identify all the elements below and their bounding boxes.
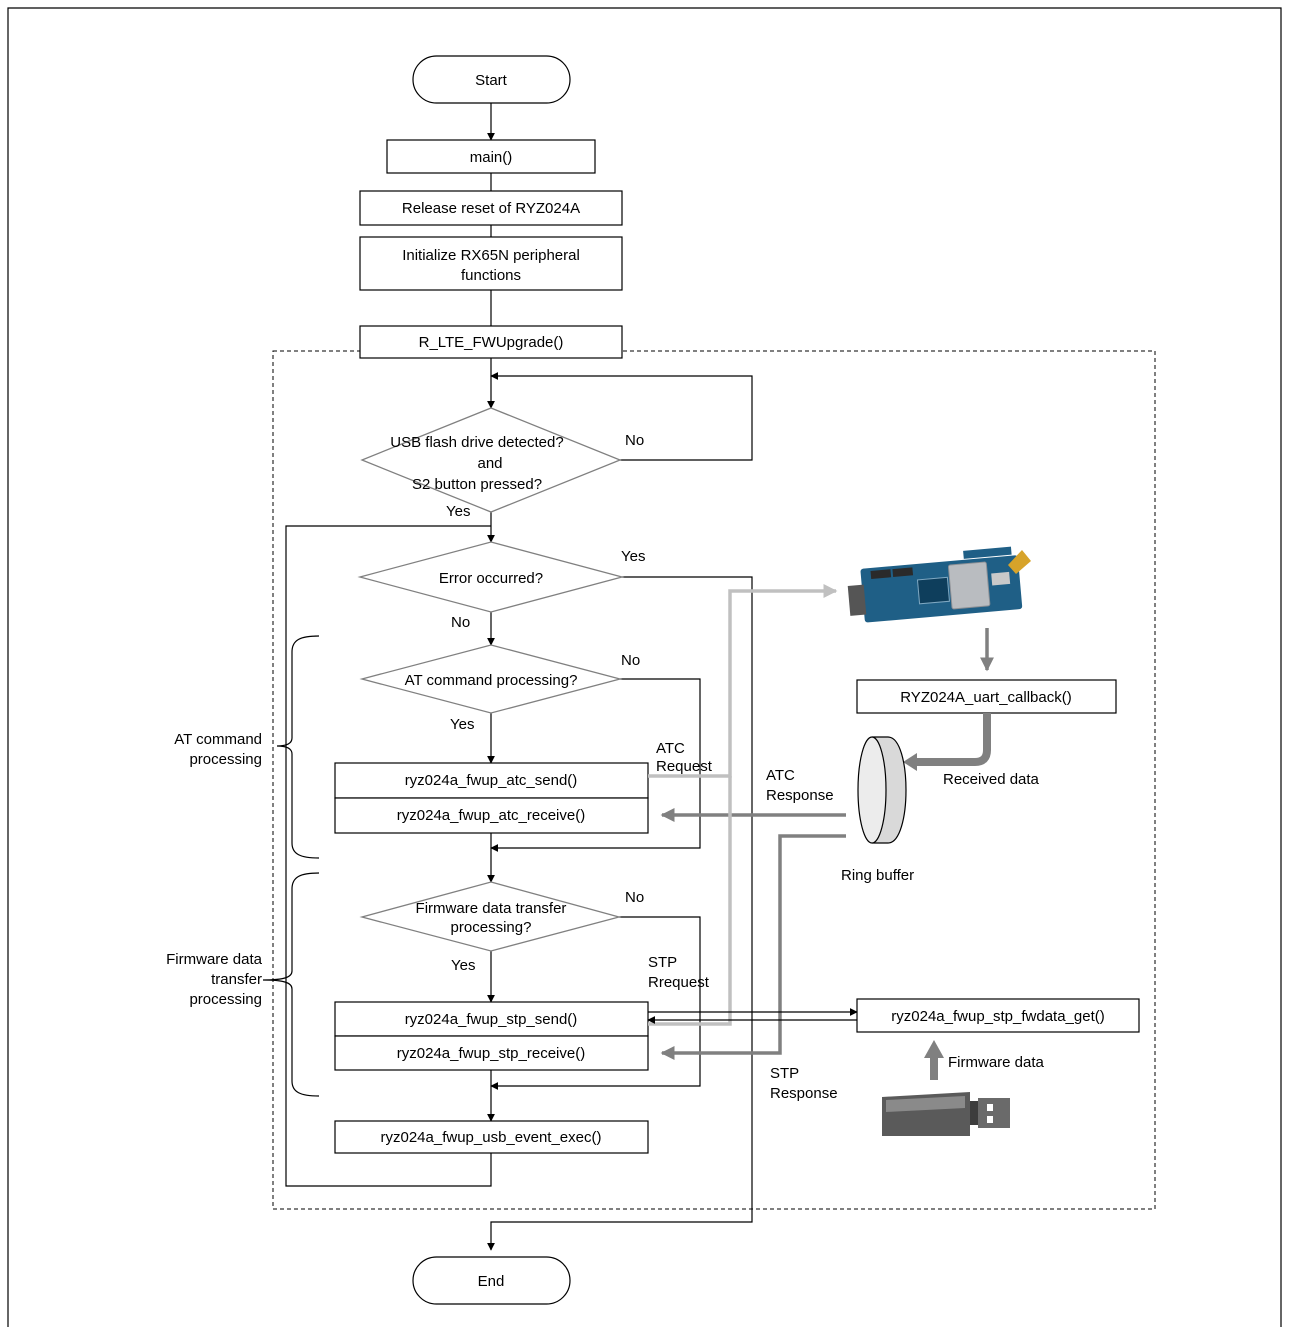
start-label: Start <box>475 72 508 89</box>
error-decision <box>357 541 625 613</box>
stp-request-path <box>648 776 732 1026</box>
stp-request-label-line1: STP <box>648 954 677 971</box>
ring-buffer-label: Ring buffer <box>841 867 914 884</box>
error-yes-label: Yes <box>621 548 645 565</box>
atc-send-box <box>334 762 649 799</box>
stp-receive-label: ryz024a_fwup_stp_receive() <box>397 1045 585 1062</box>
fw-no-label: No <box>625 889 644 906</box>
fw-group-label-line2: transfer <box>211 971 262 988</box>
atc-request-label-line1: ATC <box>656 740 685 757</box>
end-label: End <box>478 1273 505 1290</box>
atc-request-path <box>648 584 838 778</box>
at-command-decision <box>359 644 623 714</box>
usb-decision-line3: S2 button pressed? <box>412 476 542 493</box>
atc-response-label-line2: Response <box>766 787 834 804</box>
end-terminal <box>412 1256 571 1305</box>
lte-module-image <box>847 546 1031 623</box>
main-label: main() <box>470 149 513 166</box>
atc-request-label-line2: Request <box>656 758 713 775</box>
usb-decision-line2: and <box>477 455 502 472</box>
fw-yes-label: Yes <box>451 957 475 974</box>
at-group-label-line1: AT command <box>174 731 262 748</box>
initialize-label-line2: functions <box>461 267 521 284</box>
at-no-label: No <box>621 652 640 669</box>
usb-stick-icon <box>882 1092 1010 1136</box>
at-group-label-line2: processing <box>189 751 262 768</box>
usb-event-label: ryz024a_fwup_usb_event_exec() <box>381 1129 602 1146</box>
fw-group-label-line3: processing <box>189 991 262 1008</box>
release-reset-label: Release reset of RYZ024A <box>402 200 580 217</box>
fw-group-brace <box>262 872 320 1097</box>
fwupgrade-box <box>359 325 623 359</box>
initialize-label-line1: Initialize RX65N peripheral <box>402 247 580 264</box>
fwupgrade-enclosure <box>272 350 1156 1210</box>
at-yes-label: Yes <box>450 716 474 733</box>
atc-receive-box <box>334 797 649 834</box>
atc-response-label-line1: ATC <box>766 767 795 784</box>
uart-callback-label: RYZ024A_uart_callback() <box>900 689 1071 706</box>
fw-decision-line1: Firmware data transfer <box>416 900 567 917</box>
initialize-box <box>359 236 623 291</box>
stp-request-label-line2: Rrequest <box>648 974 710 991</box>
fw-decision-line2: processing? <box>451 919 532 936</box>
fwdata-get-label: ryz024a_fwup_stp_fwdata_get() <box>891 1008 1104 1025</box>
stp-response-label-line2: Response <box>770 1085 838 1102</box>
usb-detected-decision <box>360 407 622 513</box>
firmware-transfer-decision <box>359 881 622 952</box>
usb-event-box <box>334 1120 649 1154</box>
received-data-arrow <box>915 713 991 766</box>
error-decision-label: Error occurred? <box>439 570 543 587</box>
ring-buffer-icon <box>857 736 907 844</box>
stp-send-label: ryz024a_fwup_stp_send() <box>405 1011 578 1028</box>
outer-frame <box>7 7 1282 1327</box>
usb-decision-line1: USB flash drive detected? <box>390 434 563 451</box>
fwdata-get-box <box>856 998 1140 1033</box>
usb-no-label: No <box>625 432 644 449</box>
usb-yes-label: Yes <box>446 503 470 520</box>
main-box <box>386 139 596 174</box>
stp-response-label-line1: STP <box>770 1065 799 1082</box>
at-group-brace <box>276 635 320 859</box>
atc-receive-label: ryz024a_fwup_atc_receive() <box>397 807 585 824</box>
start-terminal <box>412 55 571 104</box>
stp-receive-box <box>334 1035 649 1071</box>
uart-callback-box <box>856 679 1117 714</box>
received-data-label: Received data <box>943 771 1040 788</box>
release-reset-box <box>359 190 623 226</box>
stp-response-path <box>660 834 846 1060</box>
fw-group-label-line1: Firmware data <box>166 951 263 968</box>
atc-send-label: ryz024a_fwup_atc_send() <box>405 772 578 789</box>
error-no-label: No <box>451 614 470 631</box>
at-decision-label: AT command processing? <box>405 672 578 689</box>
firmware-data-label: Firmware data <box>948 1054 1045 1071</box>
fwupgrade-label: R_LTE_FWUpgrade() <box>419 334 564 351</box>
